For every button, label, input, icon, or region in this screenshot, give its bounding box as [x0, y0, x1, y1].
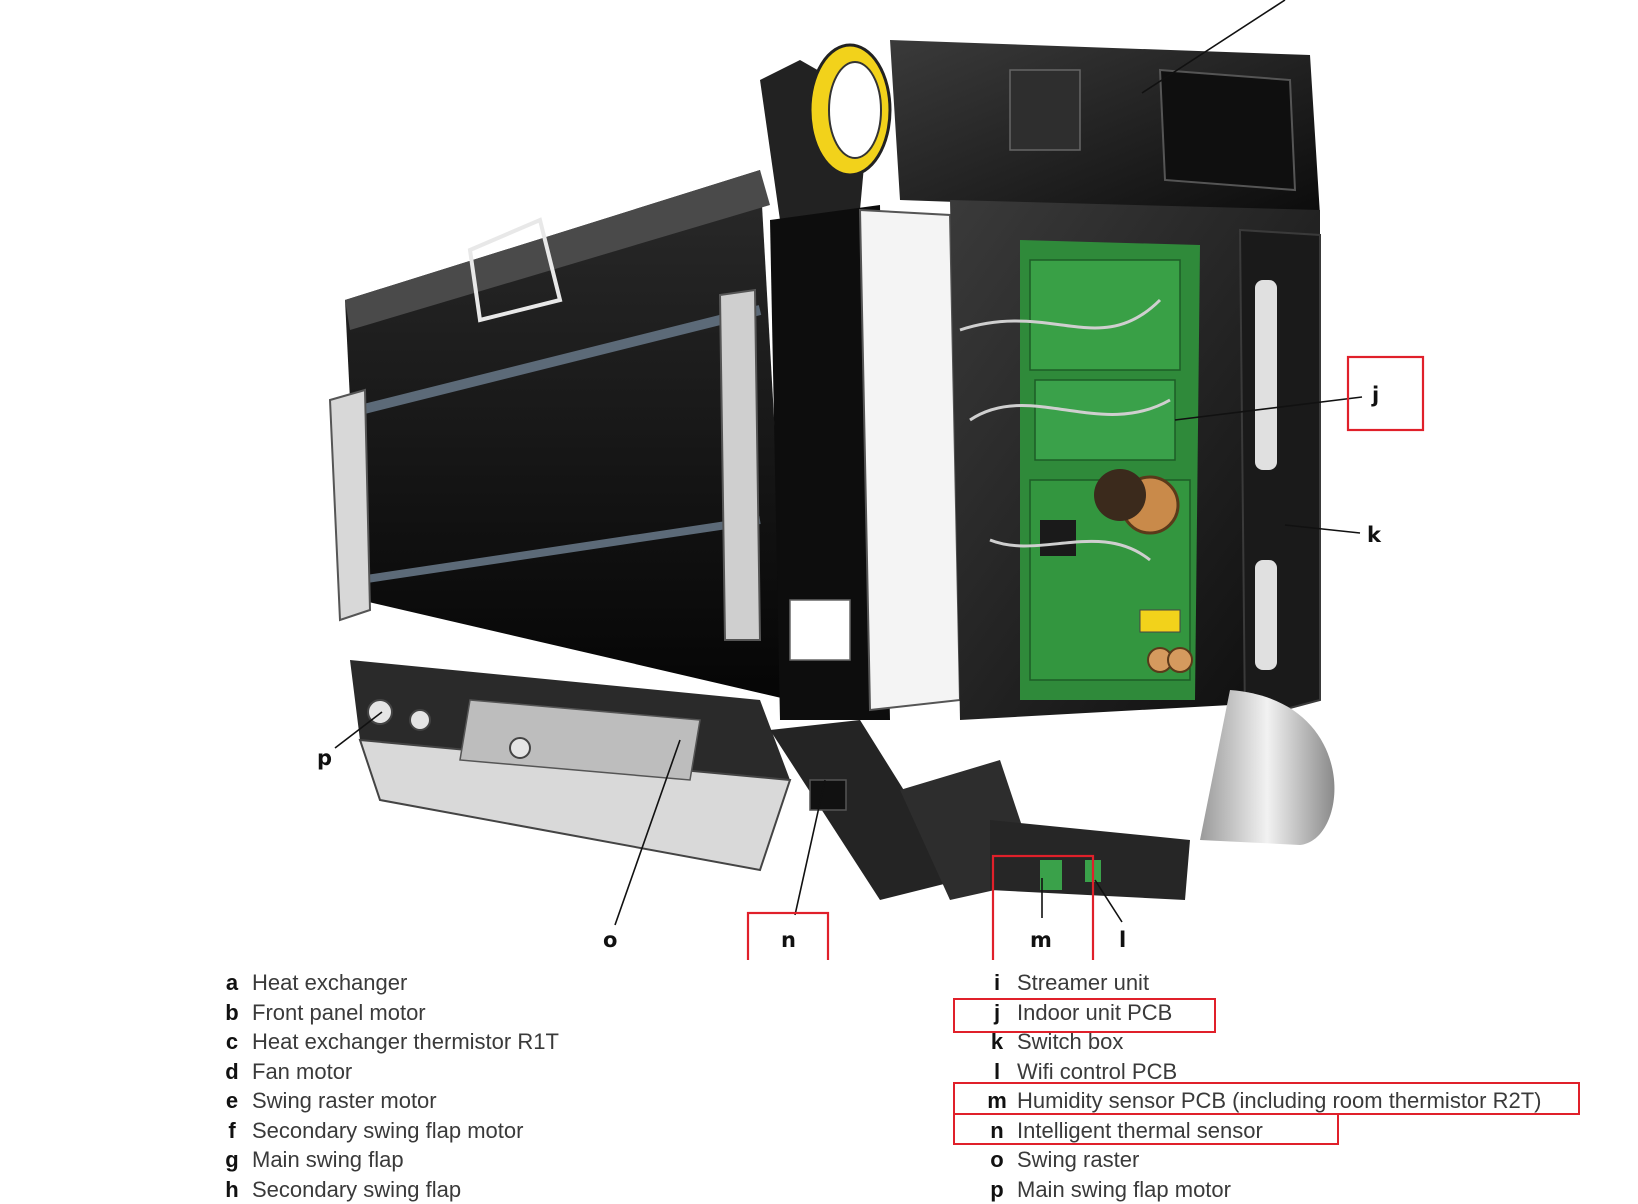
swing-flap-assembly — [350, 660, 790, 870]
sensor-bracket-assembly — [770, 720, 1190, 900]
legend-label: Switch box — [1017, 1027, 1123, 1057]
heat-exchanger-housing — [330, 170, 790, 700]
legend-key: k — [977, 1027, 1017, 1057]
legend-key: a — [212, 968, 252, 998]
callout-l: l — [1119, 928, 1126, 952]
highlight-box-j — [1348, 357, 1423, 430]
legend-key: e — [212, 1086, 252, 1116]
legend-key: b — [212, 998, 252, 1028]
legend-label: Swing raster motor — [252, 1086, 437, 1116]
streamer-unit-panel — [770, 205, 960, 720]
callout-p: p — [317, 746, 332, 770]
legend-highlight-n — [953, 1113, 1339, 1145]
callout-j: j — [1371, 383, 1379, 407]
legend-key: f — [212, 1116, 252, 1146]
switch-box-cover — [890, 40, 1320, 215]
legend-label: Streamer unit — [1017, 968, 1149, 998]
legend-label: Heat exchanger — [252, 968, 407, 998]
legend-label: Front panel motor — [252, 998, 426, 1028]
legend-key: i — [977, 968, 1017, 998]
legend-label: Heat exchanger thermistor R1T — [252, 1027, 559, 1057]
legend-highlight-m — [953, 1082, 1580, 1115]
legend-label: Swing raster — [1017, 1145, 1139, 1175]
legend-key: d — [212, 1057, 252, 1087]
callout-m: m — [1030, 928, 1052, 952]
legend-key: o — [977, 1145, 1017, 1175]
legend-label: Main swing flap — [252, 1145, 404, 1175]
legend-key: c — [212, 1027, 252, 1057]
fan-motor — [760, 45, 890, 220]
callout-o: o — [603, 928, 617, 952]
indoor-unit-illustration: j k p o n m l — [0, 0, 1638, 960]
legend-label: Secondary swing flap motor — [252, 1116, 523, 1146]
legend-label: Fan motor — [252, 1057, 352, 1087]
callout-n: n — [781, 928, 796, 952]
legend-key: g — [212, 1145, 252, 1175]
callout-k: k — [1367, 523, 1382, 547]
